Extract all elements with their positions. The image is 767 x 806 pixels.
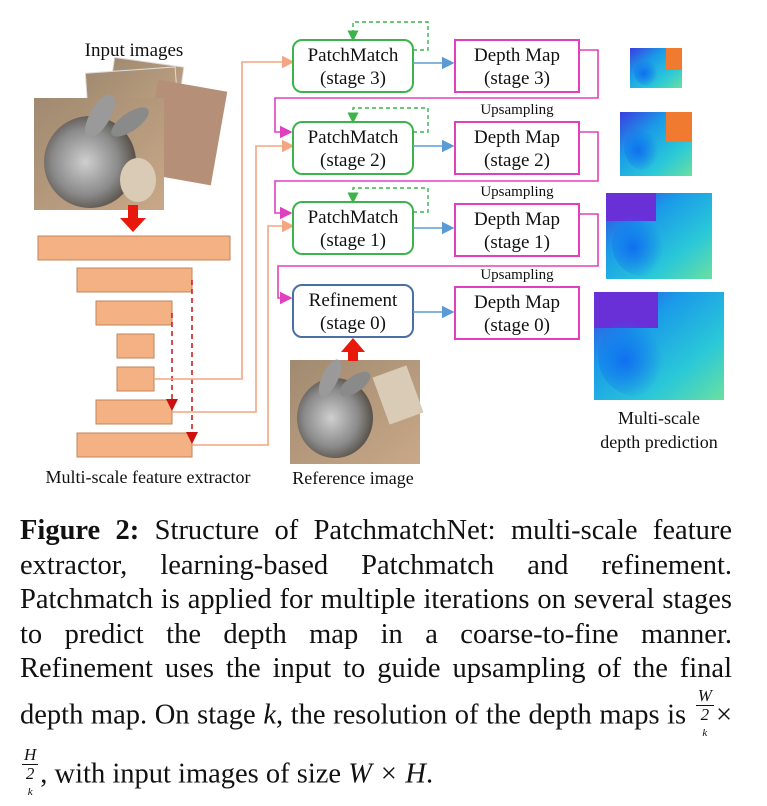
depthmap-stage2-title: Depth Map xyxy=(474,127,560,148)
patchmatch-stage1-title: PatchMatch xyxy=(308,207,399,228)
patchmatch-stage3-loop xyxy=(347,21,429,51)
feature-extractor-label: Multi-scale feature extractor xyxy=(46,467,251,487)
patchmatch-stage2-title: PatchMatch xyxy=(308,127,399,148)
feature-line-stage3 xyxy=(154,55,295,380)
caption-times: × xyxy=(715,698,733,730)
patchmatch-stage1-loop xyxy=(347,187,429,213)
depth-prediction-stage2 xyxy=(620,112,692,176)
caption-var-k: k xyxy=(263,698,276,730)
depthmap-stage1-box xyxy=(454,203,580,257)
patchmatch-stage3-title: PatchMatch xyxy=(308,45,399,66)
depthmap-stage1-subtitle: (stage 1) xyxy=(484,232,550,253)
patchmatch-stage1-subtitle: (stage 1) xyxy=(320,230,386,251)
upsampling-path-3-to-2 xyxy=(274,49,599,139)
stage-1-row: PatchMatch (stage 1) Depth Map (stage 1) xyxy=(292,187,580,257)
refinement-stage0-box xyxy=(292,284,414,338)
depthmap-stage2-subtitle: (stage 2) xyxy=(484,150,550,171)
feature-block-4 xyxy=(116,333,155,359)
upsampling-path-1-to-0 xyxy=(277,213,599,305)
feature-extractor xyxy=(37,235,231,458)
prediction-label-line1: Multi-scale xyxy=(618,408,700,428)
depth-prediction-stage0 xyxy=(594,292,724,400)
feature-block-1 xyxy=(37,235,231,261)
fraction-w-denominator: 2 xyxy=(700,704,710,724)
feature-block-3 xyxy=(95,300,173,326)
feature-block-5 xyxy=(116,366,155,392)
caption-text4: . xyxy=(426,758,434,790)
red-down-arrow-icon xyxy=(120,205,146,232)
feature-line-stage1 xyxy=(192,219,295,446)
stage-0-row: Refinement (stage 0) Depth Map (stage 0) xyxy=(292,284,580,340)
depthmap-stage0-box xyxy=(454,286,580,340)
depthmap-stage1-title: Depth Map xyxy=(474,209,560,230)
depth-prediction-stage3 xyxy=(630,48,682,88)
depthmap-stage2-box xyxy=(454,121,580,175)
feature-line-stage2 xyxy=(172,139,295,413)
depthmap-stage0-title: Depth Map xyxy=(474,292,560,313)
feature-block-2 xyxy=(76,267,193,293)
depthmap-stage3-subtitle: (stage 3) xyxy=(484,68,550,89)
stage-2-row: PatchMatch (stage 2) Depth Map (stage 2) xyxy=(292,107,580,175)
caption-text: Structure of PatchmatchNet: multi-scale … xyxy=(20,515,733,730)
caption-text2: , the resolution of the depth maps is xyxy=(275,698,687,730)
input-images-stack xyxy=(34,56,228,210)
feature-block-7 xyxy=(76,432,193,458)
reference-image-label: Reference image xyxy=(292,468,413,488)
fraction-w-numerator: W xyxy=(695,685,714,706)
prediction-label-line2: depth prediction xyxy=(600,432,717,452)
patchmatchnet-diagram: Input images Multi-scale feature extract… xyxy=(34,21,724,488)
upsampling-label-3: Upsampling xyxy=(480,267,554,283)
upsampling-label-1: Upsampling xyxy=(480,102,554,118)
patchmatch-stage2-loop xyxy=(347,107,429,133)
fraction-h-exponent: k xyxy=(27,786,33,799)
feature-block-6 xyxy=(95,399,173,425)
depth-prediction-stage1 xyxy=(606,193,712,279)
depthmap-stage0-subtitle: (stage 0) xyxy=(484,315,550,336)
figure-caption: Figure 2: Structure of PatchmatchNet: mu… xyxy=(20,514,732,806)
reference-image xyxy=(290,359,424,464)
caption-size-expr: W × H xyxy=(348,758,426,790)
patchmatch-stage2-subtitle: (stage 2) xyxy=(320,150,386,171)
patchmatch-stage3-subtitle: (stage 3) xyxy=(320,68,386,89)
refinement-stage0-subtitle: (stage 0) xyxy=(320,313,386,334)
fraction-w-exponent: k xyxy=(702,726,708,739)
red-up-arrow-icon xyxy=(341,338,365,361)
caption-label: Figure 2: xyxy=(20,515,140,546)
upsampling-label-2: Upsampling xyxy=(480,184,554,200)
refinement-stage0-title: Refinement xyxy=(309,290,398,311)
stage-3-row: PatchMatch (stage 3) Depth Map (stage 3) xyxy=(292,21,580,93)
fraction-h-numerator: H xyxy=(22,745,39,766)
depthmap-stage3-title: Depth Map xyxy=(474,45,560,66)
depthmap-stage3-box xyxy=(454,39,580,93)
caption-text3: , with input images of size xyxy=(40,758,342,790)
fraction-h-denominator: 2 xyxy=(25,764,35,784)
input-images-label: Input images xyxy=(85,40,184,61)
upsampling-path-2-to-1 xyxy=(274,131,599,220)
